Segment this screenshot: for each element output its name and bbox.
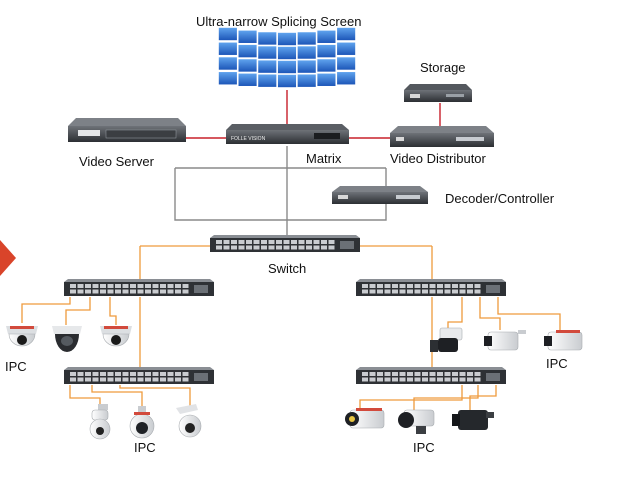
- core-switch-icon: [210, 235, 360, 252]
- bullet-camera-icon: [345, 408, 385, 429]
- video-server-icon: [68, 118, 186, 142]
- screen-tile: [258, 32, 277, 45]
- orange-links: [21, 245, 561, 410]
- screen-tile: [218, 72, 237, 85]
- access-switch-icon: [356, 279, 506, 296]
- video-distributor-icon: [390, 126, 494, 147]
- screen-tile: [277, 32, 297, 46]
- bullet-camera-icon: [430, 327, 463, 352]
- screen-tile: [317, 44, 336, 58]
- decoder-icon: [332, 186, 428, 204]
- screen-tile: [337, 72, 356, 85]
- screen-tile: [317, 73, 336, 86]
- screen-tile: [337, 57, 356, 70]
- screen-tile: [277, 74, 297, 88]
- screen-tile: [258, 74, 277, 87]
- matrix-label: Matrix: [306, 151, 342, 166]
- switch-label: Switch: [268, 261, 307, 276]
- video-server-label: Video Server: [79, 154, 154, 169]
- access-switch-icon: [64, 367, 214, 384]
- matrix-icon: FOLLE VISION: [226, 124, 349, 144]
- ptz-camera-icon: [89, 404, 111, 440]
- dome-camera-icon: [6, 326, 38, 347]
- decoder-label: Decoder/Controller: [445, 191, 555, 206]
- ipc-label-right-lower: IPC: [413, 440, 435, 455]
- screen-tile: [317, 59, 336, 72]
- storage-label: Storage: [420, 60, 466, 75]
- screen-tile: [297, 74, 316, 87]
- screen-label: Ultra-narrow Splicing Screen: [196, 14, 362, 29]
- screen-tile: [337, 27, 356, 41]
- ipc-label-right-upper: IPC: [546, 356, 568, 371]
- screen-tile: [277, 46, 297, 60]
- access-switch-icon: [356, 367, 506, 384]
- screen-tile: [258, 46, 277, 59]
- video-distributor-label: Video Distributor: [390, 151, 486, 166]
- dome-camera-icon: [100, 326, 132, 347]
- screen-tile: [238, 73, 257, 86]
- bullet-camera-icon: [484, 330, 526, 351]
- screen-tile: [337, 42, 356, 55]
- screen-tile: [218, 27, 237, 41]
- screen-tile: [218, 57, 237, 70]
- screen-tile: [277, 60, 297, 74]
- screen-tile: [258, 60, 277, 73]
- ptz-camera-icon: [129, 406, 155, 439]
- access-switch-icon: [64, 279, 214, 296]
- screen-tile: [297, 32, 316, 45]
- ipc-label-left-lower: IPC: [134, 440, 156, 455]
- dome-camera-icon: [52, 326, 82, 352]
- screen-tile: [238, 59, 257, 72]
- screen-tile: [238, 44, 257, 58]
- screen-tile: [297, 46, 316, 59]
- storage-icon: [404, 84, 472, 102]
- ptz-camera-icon: [176, 404, 202, 438]
- gray-links: [174, 146, 387, 237]
- bullet-camera-icon: [398, 409, 435, 434]
- screen-tile: [218, 42, 237, 55]
- bullet-camera-icon: [452, 410, 494, 430]
- screen-tile: [238, 30, 257, 43]
- bullet-camera-icon: [544, 330, 583, 351]
- matrix-brand-text: FOLLE VISION: [231, 136, 266, 142]
- splicing-screen-icon: [218, 27, 356, 88]
- screen-tile: [317, 30, 336, 43]
- ipc-label-left-upper: IPC: [5, 359, 27, 374]
- screen-tile: [297, 60, 316, 73]
- red-arrow-icon: [0, 240, 16, 276]
